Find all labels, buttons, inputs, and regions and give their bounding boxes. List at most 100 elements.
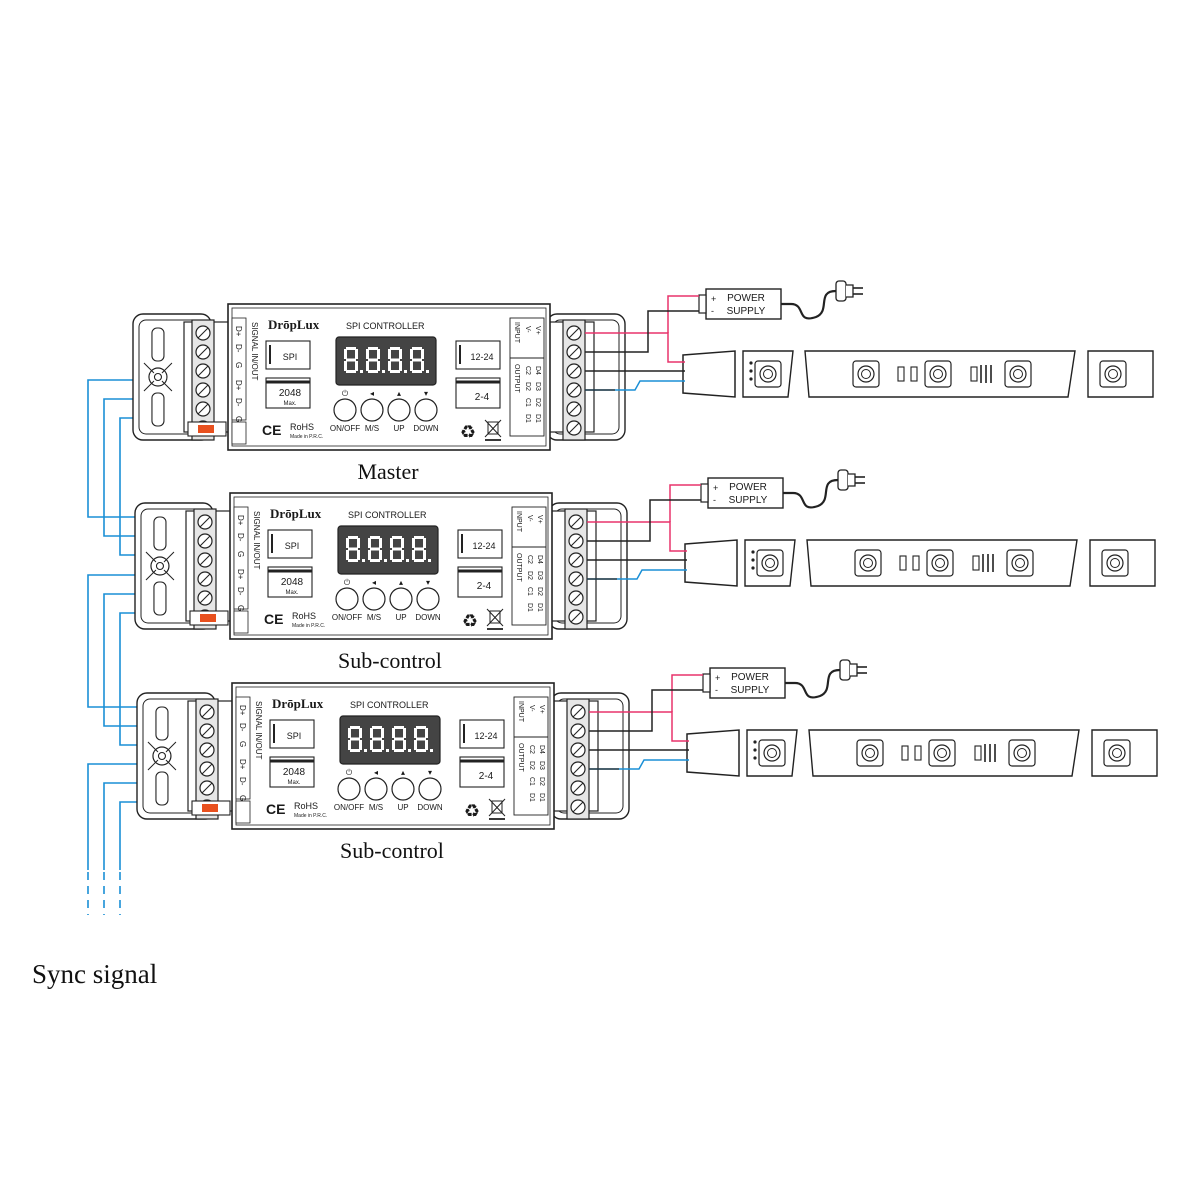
led-chip-icon [856, 739, 884, 767]
output-terminal-label: D2 [538, 777, 545, 786]
dc-voltage-value: 12-24 [470, 352, 493, 362]
input-terminal-label: V- [524, 326, 531, 333]
output-terminal-label: D4 [538, 745, 545, 754]
power-supply-minus: - [713, 495, 716, 505]
led-chip-icon [1006, 549, 1034, 577]
power-cord [781, 289, 837, 320]
ce-mark: CE [266, 801, 285, 817]
button-label: ON/OFF [330, 424, 360, 433]
wire-psu-plus [669, 484, 701, 522]
input-terminal-label: V+ [536, 515, 543, 524]
mount-slot [155, 706, 169, 741]
wire-psu-plus [667, 295, 699, 333]
output-terminal-label: D1 [534, 414, 541, 423]
controller-title: SPI CONTROLLER [348, 510, 427, 520]
output-groups-box: 2-4 [459, 756, 505, 788]
signal-type-box: SPI [267, 529, 313, 559]
wire-psu-minus [587, 499, 701, 542]
made-in-label: Made in P.R.C. [290, 434, 323, 440]
signal-terminal-label: G [238, 741, 247, 747]
power-supply-label-bottom: SUPPLY [731, 685, 770, 696]
mount-slot [155, 771, 169, 806]
button-label: ON/OFF [334, 803, 364, 812]
recycle-icon: ♻ [460, 422, 476, 442]
mount-slot [153, 516, 167, 551]
output-terminal-label: D2 [526, 571, 533, 580]
output-terminal-label: D3 [536, 571, 543, 580]
made-in-label: Made in P.R.C. [294, 813, 327, 819]
signal-terminal-label: D- [234, 344, 243, 353]
ce-mark: CE [264, 611, 283, 627]
mount-slot [153, 581, 167, 616]
signal-terminal-label: D- [236, 587, 245, 596]
controller-title: SPI CONTROLLER [350, 700, 429, 710]
output-groups-value: 2-4 [475, 392, 490, 403]
signal-in-out-label: SIGNAL IN/OUT [250, 322, 259, 380]
resistor [910, 366, 918, 382]
power-supply-label-top: POWER [731, 672, 769, 683]
signal-terminal-label: D- [236, 533, 245, 542]
arrow-down-icon: ▾ [424, 389, 428, 398]
output-terminal-block [564, 508, 588, 630]
led-chip-icon [1101, 549, 1129, 577]
power-supply-label-top: POWER [729, 482, 767, 493]
signal-in-out-label: SIGNAL IN/OUT [252, 511, 261, 569]
display-digit [370, 726, 389, 752]
rohs-mark: RoHS [294, 801, 318, 811]
recycle-icon: ♻ [462, 611, 478, 631]
arrow-left-icon: ◂ [372, 578, 376, 587]
display-digit [390, 536, 409, 562]
resistor [899, 555, 907, 571]
led-strip [686, 729, 1158, 777]
wire-psu-minus [585, 310, 699, 353]
arrow-left-icon: ◂ [370, 389, 374, 398]
led-chip-icon [852, 360, 880, 388]
button-ms: ◂M/S [360, 389, 384, 433]
output-terminal-label: D2 [534, 398, 541, 407]
output-terminal-label: D4 [534, 366, 541, 375]
display-digit [368, 536, 387, 562]
signal-type-value: SPI [287, 731, 302, 741]
input-label: INPUT [513, 322, 520, 344]
led-chip-icon [754, 360, 782, 388]
dip-switch [189, 610, 249, 634]
output-terminal-label: D2 [524, 382, 531, 391]
button-ms: ◂M/S [364, 768, 388, 812]
output-terminal-block [562, 319, 586, 441]
arrow-up-icon: ▴ [401, 768, 405, 777]
led-strip [682, 350, 1154, 398]
button-onoff: ⏻ON/OFF [332, 578, 362, 622]
button-label: DOWN [413, 424, 439, 433]
power-supply-plus: + [715, 673, 720, 683]
unit-label: Master [357, 459, 419, 484]
display-digit [346, 536, 365, 562]
arrow-down-icon: ▾ [428, 768, 432, 777]
resistor [914, 745, 922, 761]
signal-terminal-label: G [234, 362, 243, 368]
input-terminal-label: V- [528, 705, 535, 712]
power-supply-label-bottom: SUPPLY [727, 306, 766, 317]
dc-voltage-value: 12-24 [474, 731, 497, 741]
output-terminal-label: D3 [538, 761, 545, 770]
mount-slot [151, 327, 165, 362]
arrow-up-icon: ▴ [399, 578, 403, 587]
led-chip-icon [756, 549, 784, 577]
led-chip-icon [928, 739, 956, 767]
output-terminal-label: D1 [528, 793, 535, 802]
plug-icon [835, 280, 863, 302]
output-groups-box: 2-4 [457, 566, 503, 598]
dc-voltage-value: 12-24 [472, 541, 495, 551]
resistor [974, 745, 982, 761]
weee-bin-icon [488, 798, 506, 820]
button-down: ▾DOWN [415, 578, 441, 622]
output-terminal-label: D1 [536, 603, 543, 612]
input-terminal-label: V+ [538, 705, 545, 714]
